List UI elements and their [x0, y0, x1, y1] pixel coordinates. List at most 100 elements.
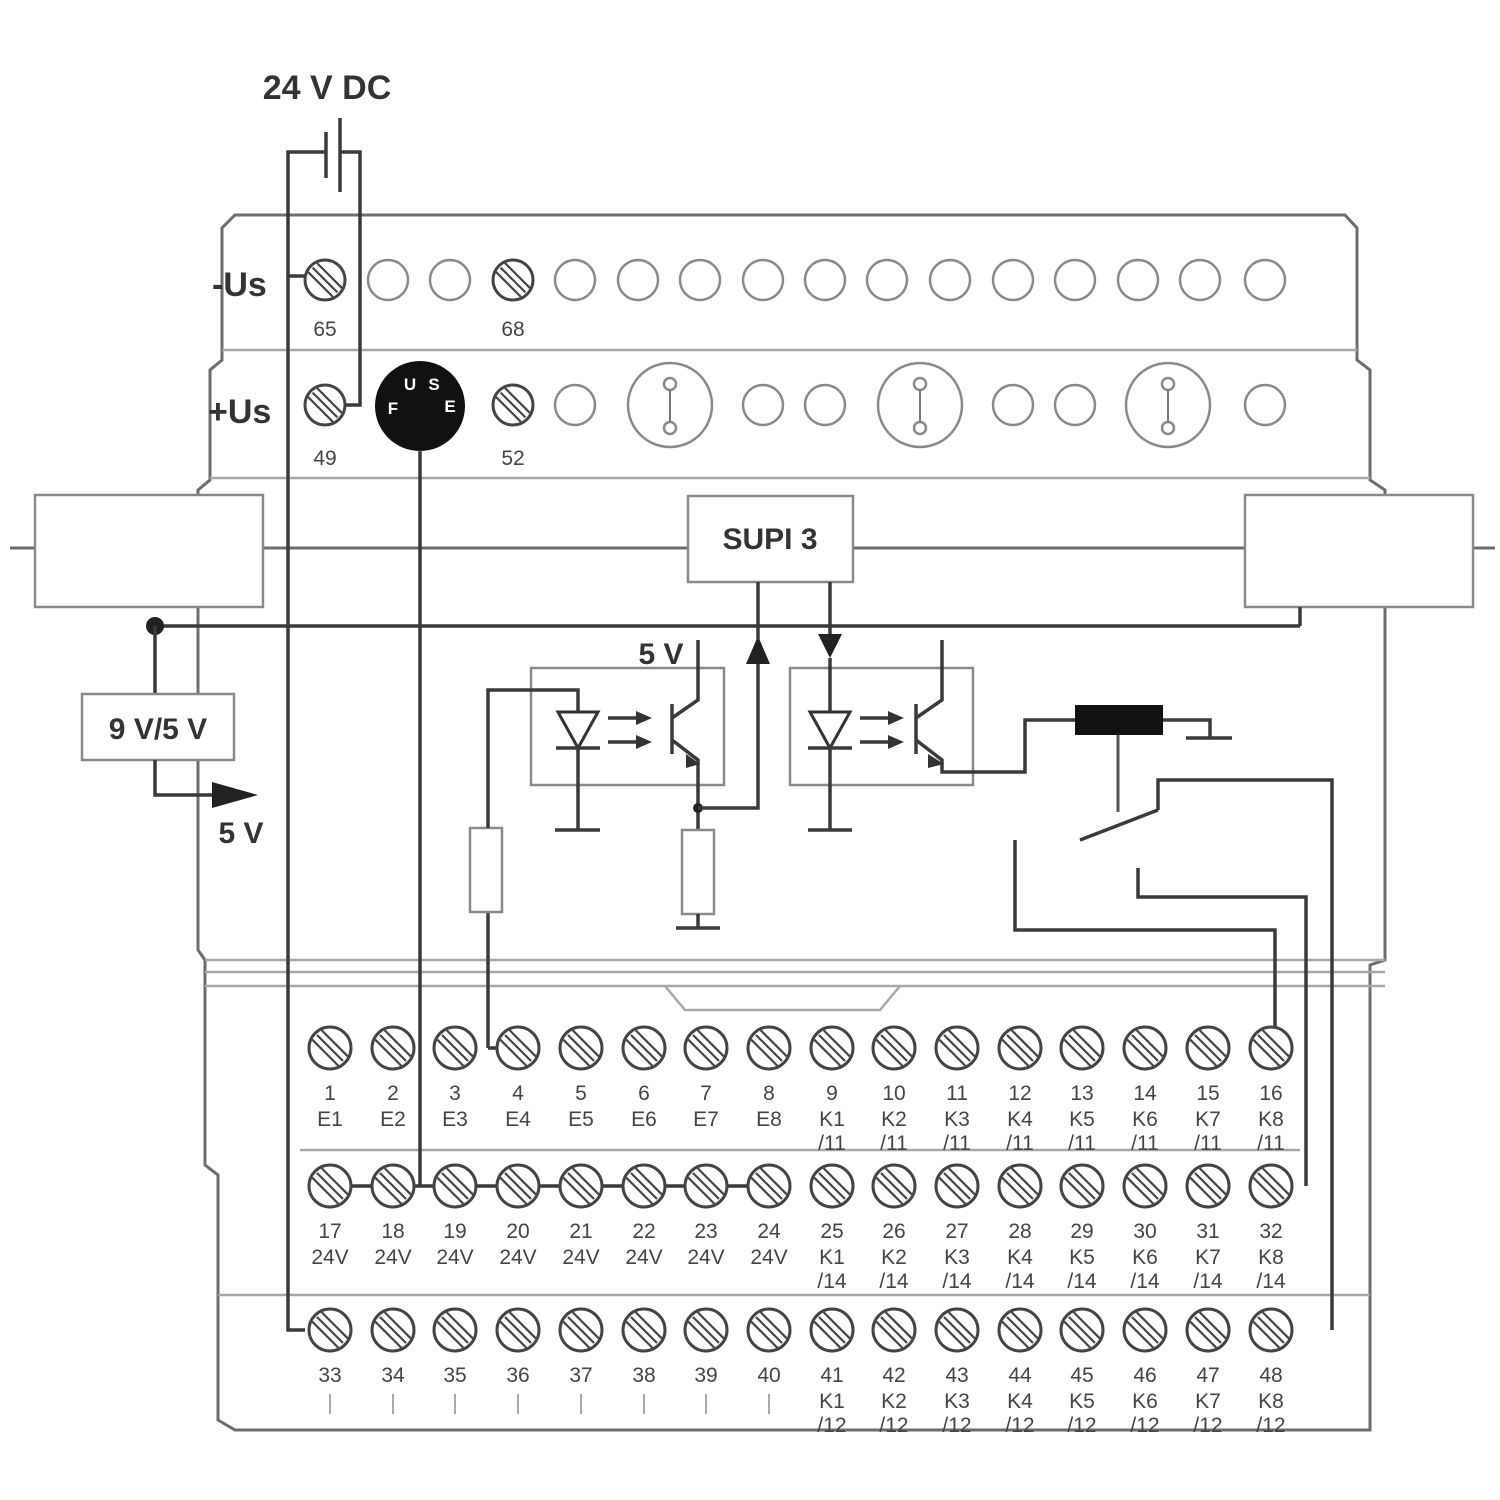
terminal-number: 41	[820, 1364, 843, 1387]
terminal-screw[interactable]	[432, 1163, 478, 1209]
terminal-screw[interactable]	[621, 1307, 667, 1353]
terminal-screw[interactable]	[871, 1163, 917, 1209]
terminal-screw[interactable]	[934, 1025, 980, 1071]
terminal-number: 20	[506, 1220, 529, 1243]
terminal-screw[interactable]	[1248, 1307, 1294, 1353]
terminal-number: 37	[569, 1364, 592, 1387]
terminal-screw[interactable]	[1185, 1307, 1231, 1353]
upper-terminal-hole	[616, 258, 660, 302]
terminal-screw[interactable]	[621, 1163, 667, 1209]
terminal-number: 17	[318, 1220, 341, 1243]
terminal-number: 46	[1133, 1364, 1156, 1387]
terminal-screw[interactable]	[558, 1307, 604, 1353]
upper-screw-terminal[interactable]	[303, 258, 347, 302]
terminal-screw[interactable]	[558, 1025, 604, 1071]
upper-screw-terminal[interactable]	[491, 383, 535, 427]
terminal-number: 16	[1259, 1082, 1282, 1105]
terminal-screw[interactable]	[307, 1307, 353, 1353]
terminal-number: 13	[1070, 1082, 1093, 1105]
input-optocoupler: 5 V	[468, 582, 770, 1048]
terminal-contact: /14	[1005, 1270, 1035, 1293]
upper-screw-terminal[interactable]	[303, 383, 347, 427]
terminal-number: 36	[506, 1364, 529, 1387]
terminal-signal: K2	[881, 1246, 907, 1269]
terminal-number: 9	[826, 1082, 838, 1105]
terminal-contact: /11	[880, 1132, 908, 1155]
terminal-number: 2	[387, 1082, 399, 1105]
terminal-signal: K6	[1132, 1390, 1158, 1413]
terminal-screw[interactable]	[370, 1307, 416, 1353]
terminal-screw[interactable]	[997, 1025, 1043, 1071]
terminal-screw[interactable]	[871, 1307, 917, 1353]
terminal-screw[interactable]	[1122, 1163, 1168, 1209]
terminal-screw[interactable]	[683, 1025, 729, 1071]
terminal-number: 12	[1008, 1082, 1031, 1105]
terminal-contact: /11	[1068, 1132, 1096, 1155]
terminal-screw[interactable]	[934, 1163, 980, 1209]
terminal-screw[interactable]	[1248, 1025, 1294, 1071]
terminal-screw[interactable]	[1122, 1025, 1168, 1071]
terminal-screw[interactable]	[1248, 1163, 1294, 1209]
terminal-screw[interactable]	[558, 1163, 604, 1209]
terminal-screw[interactable]	[1059, 1163, 1105, 1209]
fuse-glyph: E	[444, 397, 455, 416]
terminal-number: 35	[443, 1364, 466, 1387]
terminal-screw[interactable]	[1122, 1307, 1168, 1353]
terminal-contact: /11	[1194, 1132, 1222, 1155]
terminal-signal: E6	[631, 1108, 657, 1131]
relay-socket	[626, 361, 714, 449]
terminal-signal: K8	[1258, 1246, 1284, 1269]
terminal-screw[interactable]	[746, 1025, 792, 1071]
terminal-screw[interactable]	[934, 1307, 980, 1353]
minus-us-label: -Us	[212, 266, 267, 304]
terminal-signal: K2	[881, 1390, 907, 1413]
terminal-screw[interactable]	[370, 1163, 416, 1209]
terminal-number: 7	[700, 1082, 712, 1105]
terminal-signal: E7	[693, 1108, 719, 1131]
terminal-screw[interactable]	[997, 1307, 1043, 1353]
terminal-screw[interactable]	[746, 1307, 792, 1353]
terminal-screw[interactable]	[432, 1307, 478, 1353]
terminal-signal: K6	[1132, 1246, 1158, 1269]
terminal-contact: /14	[879, 1270, 909, 1293]
terminal-number: 22	[632, 1220, 655, 1243]
terminal-signal: K8	[1258, 1390, 1284, 1413]
terminal-screw[interactable]	[495, 1307, 541, 1353]
terminal-screw[interactable]	[370, 1025, 416, 1071]
terminal-signal: K1	[819, 1108, 845, 1131]
terminal-screw[interactable]	[683, 1163, 729, 1209]
terminal-screw[interactable]	[621, 1025, 667, 1071]
terminal-number: 23	[694, 1220, 717, 1243]
terminal-screw[interactable]	[683, 1307, 729, 1353]
terminal-number: 8	[763, 1082, 775, 1105]
terminal-screw[interactable]	[746, 1163, 792, 1209]
terminal-screw[interactable]	[809, 1307, 855, 1353]
terminal-screw[interactable]	[1059, 1025, 1105, 1071]
upper-terminal-hole	[553, 383, 597, 427]
terminal-screw[interactable]	[1059, 1307, 1105, 1353]
terminal-contact: /12	[1193, 1414, 1222, 1437]
voltage-regulator: 9 V/5 V 5 V	[80, 692, 264, 850]
terminal-number: 48	[1259, 1364, 1282, 1387]
terminal-screw[interactable]	[495, 1025, 541, 1071]
terminal-signal: K5	[1069, 1108, 1095, 1131]
terminal-screw[interactable]	[809, 1163, 855, 1209]
relay	[1013, 705, 1334, 1330]
terminal-contact: /11	[1257, 1132, 1285, 1155]
terminal-screw[interactable]	[307, 1163, 353, 1209]
terminal-screw[interactable]	[1185, 1163, 1231, 1209]
terminal-screw[interactable]	[809, 1025, 855, 1071]
terminal-contact: /12	[942, 1414, 971, 1437]
terminal-screw[interactable]	[432, 1025, 478, 1071]
upper-terminal-hole	[1178, 258, 1222, 302]
terminal-number: 31	[1196, 1220, 1219, 1243]
supi-box	[686, 494, 855, 584]
terminal-signal: K1	[819, 1246, 845, 1269]
terminal-screw[interactable]	[871, 1025, 917, 1071]
terminal-screw[interactable]	[997, 1163, 1043, 1209]
terminal-screw[interactable]	[1185, 1025, 1231, 1071]
terminal-number: 44	[1008, 1364, 1032, 1387]
upper-screw-terminal[interactable]	[491, 258, 535, 302]
terminal-screw[interactable]	[495, 1163, 541, 1209]
terminal-screw[interactable]	[307, 1025, 353, 1071]
